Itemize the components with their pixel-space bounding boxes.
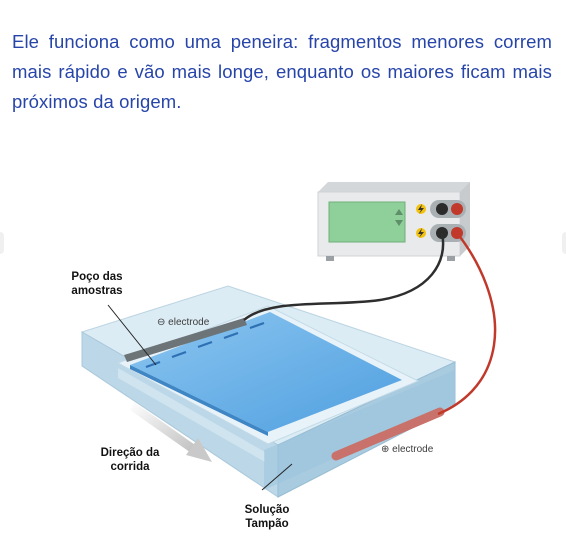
negative-terminal-top xyxy=(436,203,448,215)
positive-terminal-top xyxy=(451,203,463,215)
positive-electrode-label: ⊕ electrode xyxy=(381,444,434,455)
buffer-pointer-line xyxy=(261,463,293,491)
well-label: Poço das amostras xyxy=(71,271,123,297)
positive-cable xyxy=(437,232,497,416)
left-edge-marker xyxy=(0,232,4,254)
power-supply-display xyxy=(328,201,406,243)
buffer-label: Solução Tampão xyxy=(244,504,290,530)
lightning-icon-bottom xyxy=(416,228,426,238)
buffer-solution xyxy=(264,370,455,490)
sample-wells xyxy=(145,321,265,369)
right-edge-marker xyxy=(562,232,566,254)
negative-electrode-label: ⊖ electrode xyxy=(157,317,210,328)
power-supply xyxy=(317,182,470,261)
direction-arrow xyxy=(130,402,212,462)
negative-cable xyxy=(243,232,445,321)
negative-electrode xyxy=(124,318,247,362)
positive-electrode xyxy=(331,407,445,461)
up-arrow-icon xyxy=(395,209,403,215)
well-pointer-line xyxy=(107,304,157,366)
intro-paragraph: Ele funciona como uma peneira: fragmento… xyxy=(12,30,552,112)
gel-tank xyxy=(80,285,457,498)
down-arrow-icon xyxy=(395,220,403,226)
lightning-icon-top xyxy=(416,204,426,214)
gel xyxy=(130,312,402,432)
direction-label: Direção da corrida xyxy=(100,447,160,473)
